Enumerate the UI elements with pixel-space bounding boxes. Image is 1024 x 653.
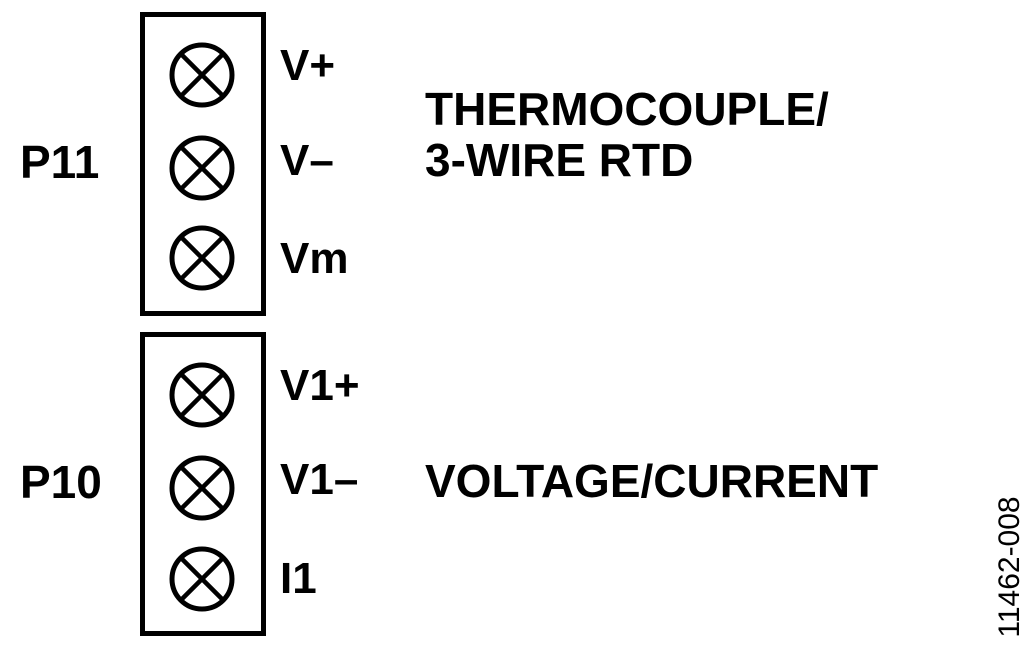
group-label-thermocouple: THERMOCOUPLE/ [425,83,829,135]
group-label-3-wire-rtd: 3-WIRE RTD [425,134,694,186]
figure-id: 11462-008 [993,496,1024,638]
terminal-screw-icon [169,362,235,428]
terminal-screw-icon [169,225,235,291]
connector-block-p11 [140,12,266,316]
terminal-screw-icon [169,455,235,521]
pin-label-v-plus: V+ [280,41,336,90]
pin-label-v1-plus: V1+ [280,361,360,410]
terminal-screw-icon [169,135,235,201]
pin-label-vm: Vm [280,234,349,283]
group-label-voltage-current: VOLTAGE/CURRENT [425,455,879,507]
pin-label-v1-minus: V1– [280,455,359,504]
connector-label-p11: P11 [20,136,100,188]
connector-label-p10: P10 [20,456,102,508]
pin-label-i1: I1 [280,554,317,603]
pin-label-v-minus: V– [280,136,334,185]
terminal-screw-icon [169,42,235,108]
connector-block-p10 [140,332,266,636]
terminal-screw-icon [169,546,235,612]
